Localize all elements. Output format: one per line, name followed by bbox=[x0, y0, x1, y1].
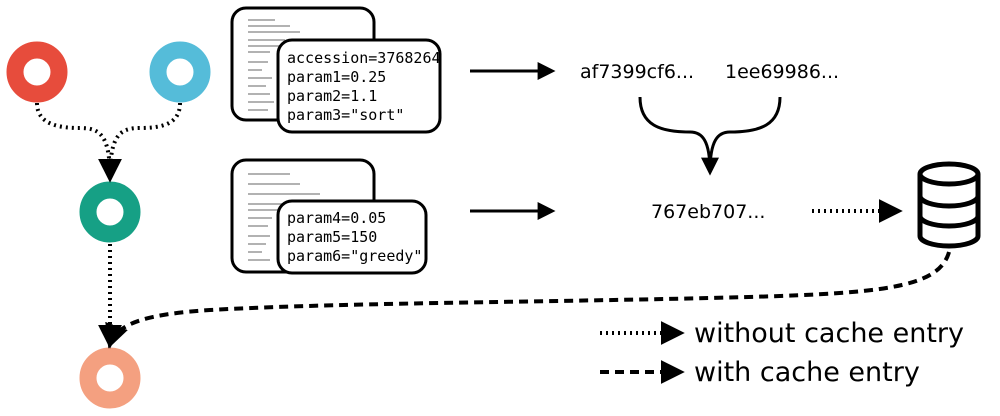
param-line: param4=0.05 bbox=[287, 209, 386, 227]
database-icon bbox=[917, 161, 981, 249]
code-document-1-scribble bbox=[248, 19, 310, 111]
code-document-1-front bbox=[276, 38, 442, 134]
hash-a-label: af7399cf6... bbox=[580, 61, 694, 83]
param-line: param6="greedy" bbox=[287, 247, 422, 265]
input-node-a-ring bbox=[6, 41, 68, 103]
output-node-ring bbox=[79, 347, 141, 409]
input-node-b-ring bbox=[149, 41, 211, 103]
legend: without cache entry with cache entry bbox=[600, 318, 964, 388]
hash-combined-label: 767eb707... bbox=[651, 201, 765, 223]
param-line: param1=0.25 bbox=[287, 68, 386, 86]
code-document-2-front bbox=[276, 199, 428, 275]
edge-cache-to-output bbox=[105, 251, 951, 349]
input-node-b bbox=[149, 41, 211, 103]
edge-b-to-process bbox=[108, 102, 182, 179]
process-node bbox=[79, 181, 141, 243]
param-line: param3="sort" bbox=[287, 106, 404, 124]
edge-a-to-process bbox=[35, 102, 122, 183]
process-node-ring bbox=[79, 181, 141, 243]
output-node bbox=[79, 347, 141, 409]
code-document-2: param4=0.05 param5=150 param6="greedy" bbox=[230, 158, 428, 275]
param-line: param5=150 bbox=[287, 228, 377, 246]
code-document-1: accession=3768264 param1=0.25 param2=1.1… bbox=[230, 6, 442, 134]
hash-b-label: 1ee69986... bbox=[725, 61, 839, 83]
param-line: accession=3768264 bbox=[287, 49, 441, 67]
param-line: param2=1.1 bbox=[287, 87, 377, 105]
input-node-a bbox=[6, 41, 68, 103]
hash-merge-brace bbox=[638, 96, 782, 172]
legend-without-cache-label: without cache entry bbox=[694, 318, 964, 349]
legend-with-cache-label: with cache entry bbox=[694, 357, 920, 388]
